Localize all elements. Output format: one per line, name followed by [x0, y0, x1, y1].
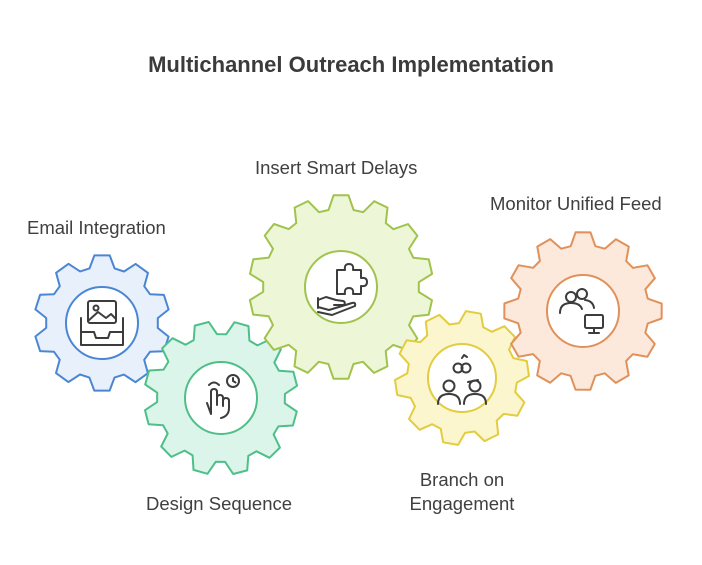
label-monitor-unified-feed: Monitor Unified Feed: [490, 193, 662, 214]
label-insert-smart-delays: Insert Smart Delays: [255, 157, 418, 178]
puzzle-hand-icon: [304, 250, 378, 324]
label-branch-on-engagement-line1: Branch on: [419, 469, 505, 490]
diagram-title: Multichannel Outreach Implementation: [148, 52, 554, 77]
label-email-integration: Email Integration: [27, 217, 166, 238]
inbox-image-icon: [65, 286, 139, 360]
label-branch-on-engagement-line2: Engagement: [409, 493, 515, 514]
users-monitor-icon: [546, 274, 620, 348]
people-link-icon: [427, 343, 497, 413]
touch-clock-icon: [184, 361, 258, 435]
label-design-sequence: Design Sequence: [146, 493, 293, 514]
